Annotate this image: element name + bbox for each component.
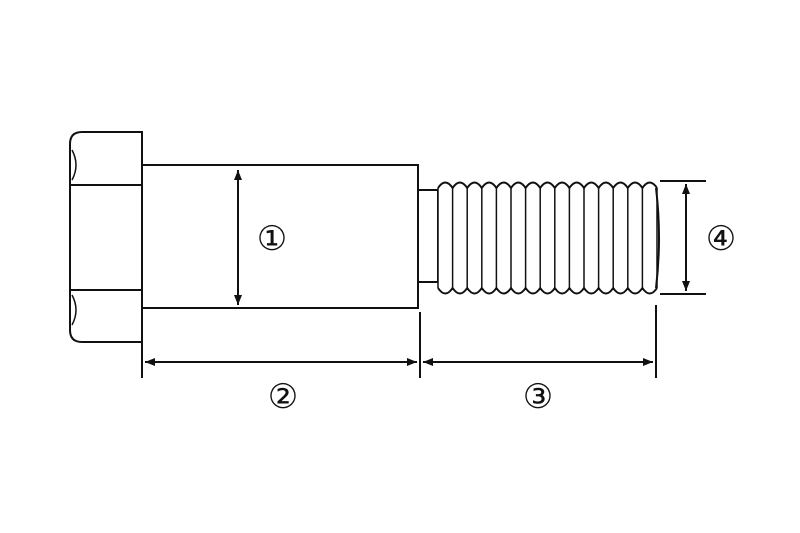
thread-body — [438, 186, 658, 290]
dimension-lines — [141, 170, 706, 378]
bolt-head — [69, 131, 143, 343]
label-shank-diameter: ① — [257, 219, 287, 259]
label-shank-length: ② — [268, 377, 298, 417]
bolt-thread — [437, 181, 660, 295]
label-thread-diameter: ④ — [706, 219, 736, 259]
thread-crest-bottom — [437, 286, 658, 295]
label-thread-length: ③ — [523, 377, 553, 417]
bolt-shank — [141, 164, 419, 309]
thread-relief-neck — [417, 189, 439, 283]
thread-crest-top — [437, 181, 658, 190]
thread-end-chamfer — [655, 187, 660, 289]
